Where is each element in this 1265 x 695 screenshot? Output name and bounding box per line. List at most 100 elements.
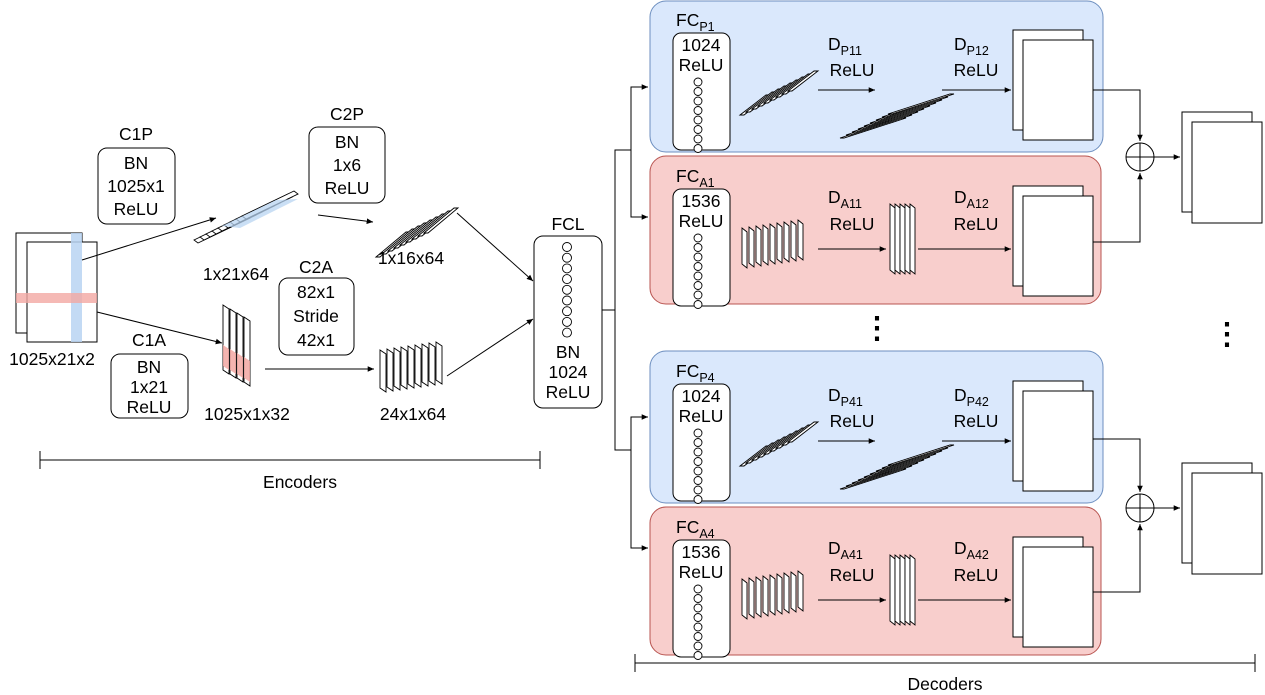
d1-feature-maps-card (909, 554, 916, 626)
fc-neuron (693, 466, 703, 476)
fc-units: 1536 (682, 542, 721, 562)
d1-title: DP41 (828, 385, 863, 409)
fc-neuron (693, 457, 703, 466)
d1-feature-maps-card (904, 554, 911, 626)
fc-activation: ReLU (679, 562, 724, 582)
d2-activation: ReLU (954, 411, 999, 431)
encoders-label: Encoders (263, 472, 337, 492)
d2-title: DP12 (954, 34, 989, 58)
fc-title-main: FC (676, 517, 699, 537)
fc-feature-maps-card (741, 227, 748, 269)
input-tensor: 1025x21x2 (9, 232, 98, 369)
d2-title: DA42 (954, 538, 989, 562)
c2a-feature-maps-card (393, 347, 401, 391)
d2-activation: ReLU (954, 214, 999, 234)
fc-feature-maps-card (797, 570, 804, 612)
c2a-feature-maps-card (435, 341, 443, 385)
fcl-neuron (562, 295, 572, 306)
d1-title-sub: A11 (841, 197, 862, 211)
amp-panel-1 (649, 155, 1102, 305)
fc-feature-maps-card (762, 575, 769, 617)
d1-title-sub: P11 (841, 44, 862, 58)
d1-feature-maps-card (889, 554, 896, 626)
encoder-c1a: C1A BN 1x21 ReLU (110, 330, 189, 419)
decoder-output-front (1022, 546, 1094, 648)
c2a-line-3: 42x1 (297, 330, 335, 350)
c1p-title: C1P (119, 124, 153, 144)
c2p-output-label: 1x16x64 (378, 248, 444, 268)
fc-neuron (693, 233, 703, 243)
d2-title-main: D (954, 34, 967, 54)
fc-neuron (693, 106, 703, 115)
pitch-panel-1 (649, 0, 1104, 153)
fc-feature-maps-card (786, 70, 820, 92)
d1-feature-maps-card (887, 444, 955, 466)
d1-feature-maps (839, 93, 955, 139)
c2a-feature-maps-card (428, 342, 436, 386)
fcl-neuron (562, 263, 572, 274)
c2p-line-2: 1x6 (333, 155, 361, 175)
fcl-neuron (562, 306, 572, 317)
fc-feature-maps (738, 421, 820, 467)
d1-feature-maps-card (899, 203, 906, 275)
fcl-neuron (562, 242, 572, 252)
d1-title: DA41 (828, 538, 863, 562)
fc-neuron (693, 262, 703, 271)
fc-feature-maps-card (769, 223, 776, 265)
d1-activation: ReLU (830, 411, 875, 431)
fc-neuron (693, 87, 703, 96)
decoders-label: Decoders (908, 674, 983, 694)
fc-neuron (693, 96, 703, 106)
fc-title-sub: P1 (699, 20, 714, 34)
fc-neuron (693, 134, 703, 144)
c1p-line-2: 1025x1 (107, 176, 164, 196)
c2p-title: C2P (330, 104, 364, 124)
c2a-title: C2A (299, 257, 333, 277)
fcl-neuron (562, 284, 572, 295)
fc-feature-maps-card (783, 572, 790, 614)
fc-neuron (693, 252, 703, 262)
c2a-output-label: 24x1x64 (380, 404, 446, 424)
c1a-output-label: 1025x1x32 (204, 404, 290, 424)
d1-title-main: D (828, 187, 841, 207)
encoder-feature-maps (193, 190, 460, 393)
c2a-feature-maps-card (400, 346, 408, 390)
c2a-feature-maps-card (407, 345, 415, 389)
fc-neuron (693, 144, 703, 153)
fc-title: FCP4 (676, 361, 715, 385)
fc-feature-maps-card (762, 224, 769, 266)
fc-neuron (693, 77, 703, 87)
fcl-to-decoder-connectors (602, 84, 648, 551)
encoder-c2a: C2A 82x1 Stride 42x1 (278, 257, 355, 356)
fc-activation: ReLU (679, 55, 724, 75)
d1-title-sub: A41 (841, 548, 863, 562)
fc-neuron (693, 651, 703, 660)
d2-title-main: D (954, 538, 967, 558)
fcl-line-1: BN (556, 342, 580, 362)
d1-feature-maps-card (894, 203, 901, 275)
c1p-line-3: ReLU (114, 199, 159, 219)
fc-feature-maps-card (748, 226, 755, 268)
fc-neuron (693, 613, 703, 622)
sum-connectors (1093, 89, 1180, 593)
d2-title: DP42 (954, 385, 989, 409)
c2p-feature-maps (374, 207, 460, 258)
sum-node-1 (1125, 142, 1155, 172)
c1p-line-1: BN (124, 153, 148, 173)
fc-neuron (693, 476, 703, 485)
c1a-line-1: BN (137, 357, 161, 377)
c1a-amp-band (237, 353, 243, 378)
fc-feature-maps-card (776, 222, 783, 264)
fc-neuron (693, 125, 703, 134)
fc-neuron (693, 495, 703, 504)
fc-neuron (693, 300, 703, 309)
fc-feature-maps-card (790, 571, 797, 613)
fc-title-sub: P4 (699, 371, 714, 385)
decoder-panels (649, 0, 1104, 656)
fc-neuron (693, 243, 703, 252)
c2a-feature-maps-card (414, 344, 422, 388)
fc-feature-maps (741, 570, 804, 620)
